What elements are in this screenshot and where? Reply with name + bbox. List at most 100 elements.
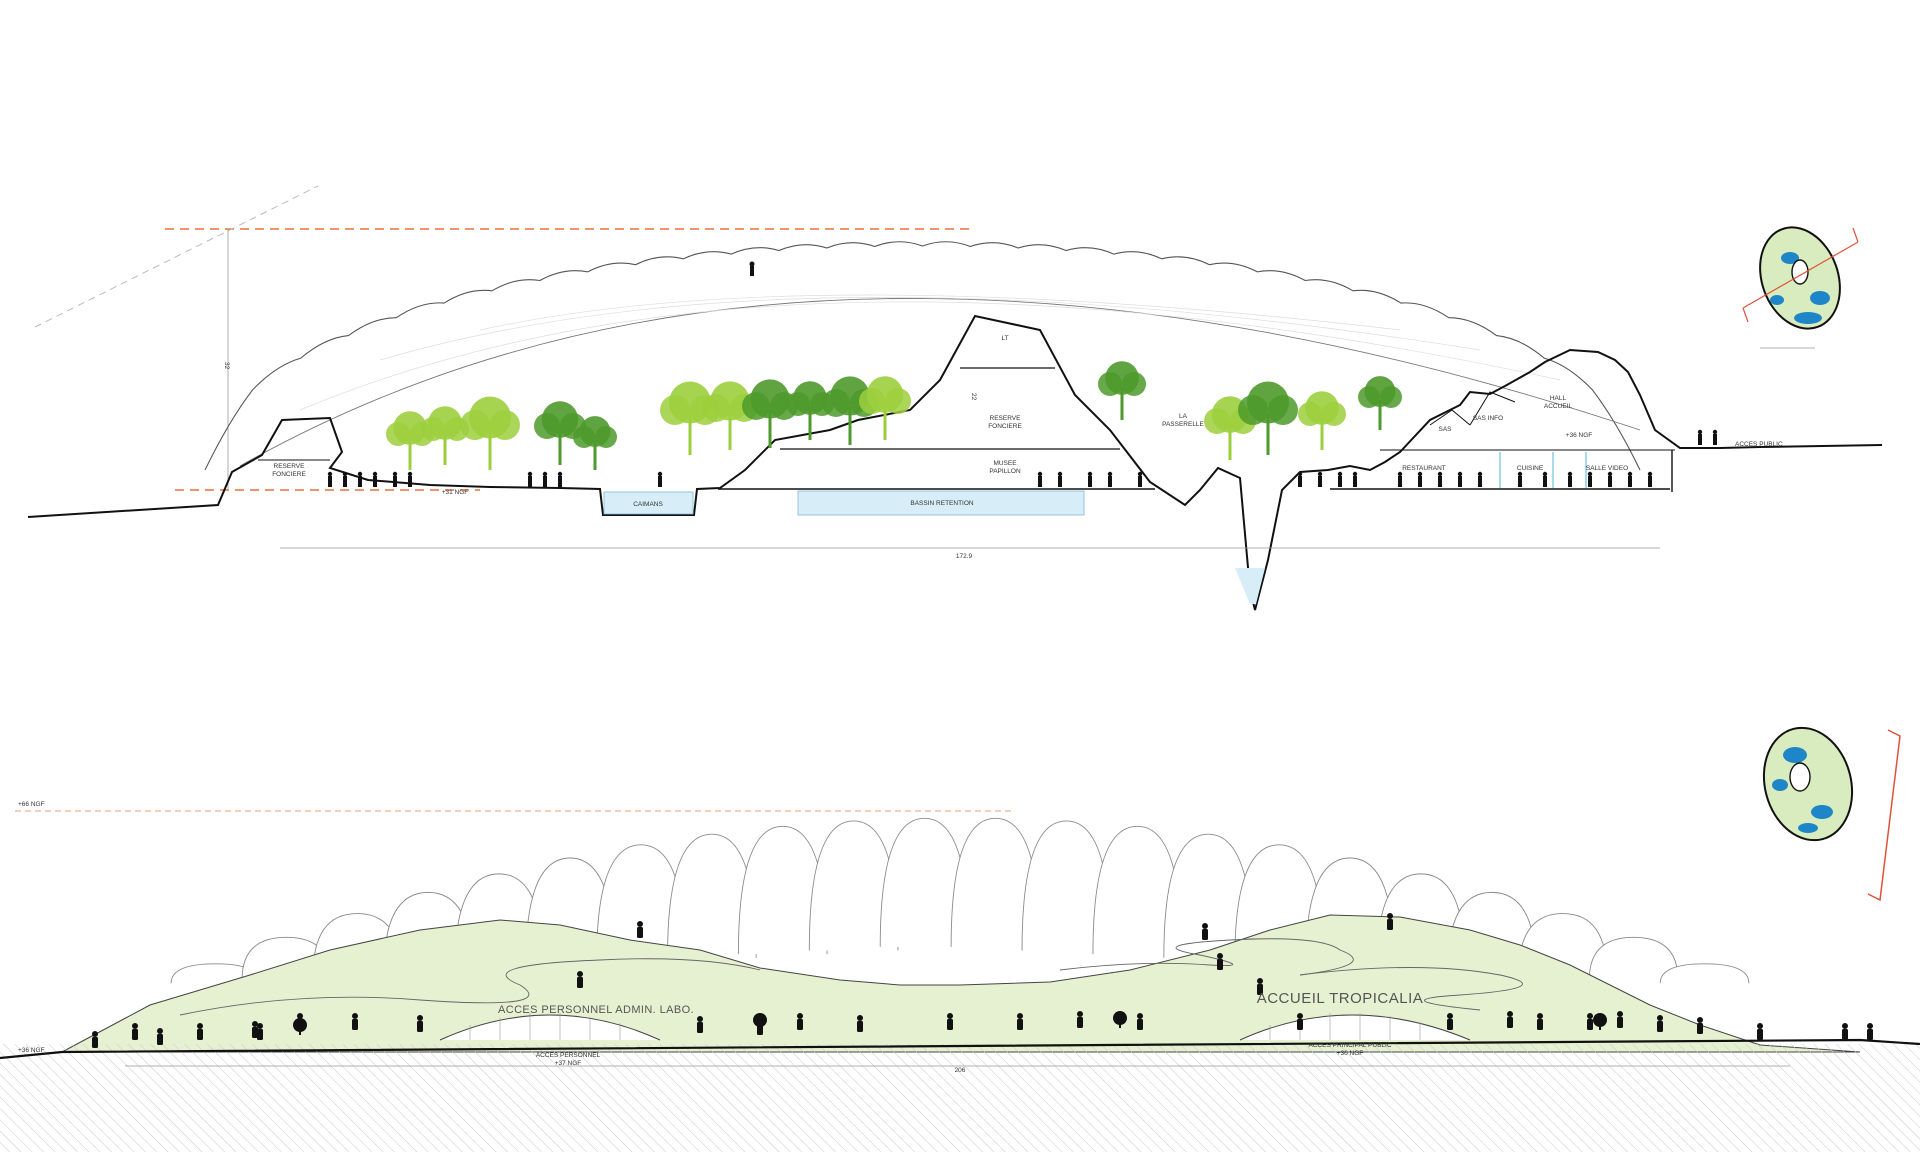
elevation-person-26 [1507,1011,1513,1028]
section-person-30 [1627,471,1633,487]
elevation-person-23 [1297,1013,1303,1030]
label-sas-info: SAS INFO [1473,415,1503,422]
section-person-3 [357,471,363,487]
section-person-5 [392,471,398,487]
elevation-person-14 [797,1013,803,1030]
label-bassin-retention: BASSIN RETENTION [910,500,974,507]
section-person-22 [1437,471,1443,487]
tree-14 [1238,381,1298,455]
section-person-1 [327,471,333,487]
label-acces-principal-1: ACCES PRINCIPAL PUBLIC [1308,1042,1391,1049]
key-plan-top [1742,226,1859,349]
dome-outer-envelope [204,241,1641,471]
tree-5 [573,416,617,470]
section-person-32 [1697,429,1703,445]
label-musee-papillon-2: PAPILLON [989,468,1021,475]
label-la-passerelle-1: LA [1179,413,1188,420]
elevation-person-4 [197,1023,203,1040]
label-hall-accueil-1: HALL [1550,395,1567,402]
section-person-33 [1712,429,1718,445]
sas-roof [1429,409,1471,426]
tree-9 [786,381,834,440]
tree-15 [1298,391,1346,450]
label-reserve-fonciere-left-1: RESERVE [274,463,306,470]
elevation-person-7 [297,1013,303,1030]
elevation-person-34 [1867,1023,1873,1040]
elevation-person-20 [1202,923,1208,940]
hill-winding-path-3 [1299,967,1523,1011]
cross-section-drawing: 32 172.9 [27,185,1883,611]
tree-16 [1358,376,1402,430]
elevation-person-33 [1842,1023,1848,1040]
tree-3 [460,396,520,470]
elevation-person-28 [1587,1013,1593,1030]
section-person-24 [1477,471,1483,487]
label-elevation-level-ground: +36 NGF [18,1047,45,1054]
label-dim-inner: 22 [970,393,977,401]
label-reserve-fonciere-center-2: FONCIERE [988,423,1022,430]
bassin-retention-pool [797,490,1085,516]
elevation-person-31 [1697,1017,1703,1034]
elevation-people [92,913,1873,1048]
label-salle-video: SALLE VIDEO [1586,465,1628,472]
dome-inner-envelope [239,298,1641,467]
dome-inner-ribs [299,294,1561,411]
entrance-arch-personnel [439,1014,661,1041]
canopy-lobe-22 [1659,963,1750,984]
section-trees [386,361,1402,470]
gorge-water [1235,568,1265,604]
section-person-16 [1297,471,1303,487]
hill-winding-path-2 [1059,938,1354,976]
elevation-ground-line [0,1038,1920,1060]
canopy-lobe-21 [1588,936,1679,980]
tree-2 [421,406,469,465]
key-plan-bottom [1762,726,1901,902]
label-caimans: CAIMANS [633,501,663,508]
ground-hatch [0,1044,1920,1152]
label-acces-personnel-2: +37 NGF [555,1060,582,1067]
elevation-person-24 [1387,913,1393,930]
elevation-person-30 [1657,1015,1663,1032]
section-person-26 [1542,471,1548,487]
label-acces-principal-2: +36 NGF [1337,1050,1364,1057]
label-restaurant: RESTAURANT [1402,465,1446,472]
section-person-4 [372,471,378,487]
hill-winding-path-1 [179,958,761,1016]
label-sas: SAS [1438,426,1452,433]
section-person-21 [1417,471,1423,487]
label-la-passerelle-2: PASSERELLE [1162,421,1204,428]
section-person-15 [1137,471,1143,487]
elevation-person-12 [697,1016,703,1033]
section-person-23 [1457,471,1463,487]
elevation-person-22 [1257,978,1263,995]
elevation-person-11 [637,921,643,938]
section-person-20 [1397,471,1403,487]
height-dimension-label: 32 [223,362,230,370]
elevation-person-19 [1137,1013,1143,1030]
label-level-31: +31 NGF [442,489,469,496]
label-acces-personnel-sign: ACCES PERSONNEL ADMIN. LABO. [498,1004,694,1016]
label-reserve-fonciere-left-2: FONCIERE [272,471,306,478]
section-person-9 [557,471,563,487]
tree-11 [859,376,911,440]
elevation-person-17 [1017,1013,1023,1030]
person-on-dome [749,261,755,276]
section-person-19 [1352,471,1358,487]
gray-dashed-diagonal [34,185,319,328]
elevation-person-27 [1537,1013,1543,1030]
section-person-7 [527,471,533,487]
elevation-person-8 [352,1013,358,1030]
section-person-2 [342,471,348,487]
label-acces-personnel-1: ACCES PERSONNEL [536,1052,601,1059]
section-person-11 [1037,471,1043,487]
section-person-25 [1517,471,1523,487]
elevation-person-10 [577,971,583,988]
width-dimension-label: 172.9 [956,553,973,560]
label-cuisine: CUISINE [1517,465,1544,472]
caimans-pool [603,491,694,515]
section-person-28 [1587,471,1593,487]
label-reserve-fonciere-center-1: RESERVE [990,415,1022,422]
elevation-person-5 [252,1021,258,1038]
section-person-29 [1607,471,1613,487]
